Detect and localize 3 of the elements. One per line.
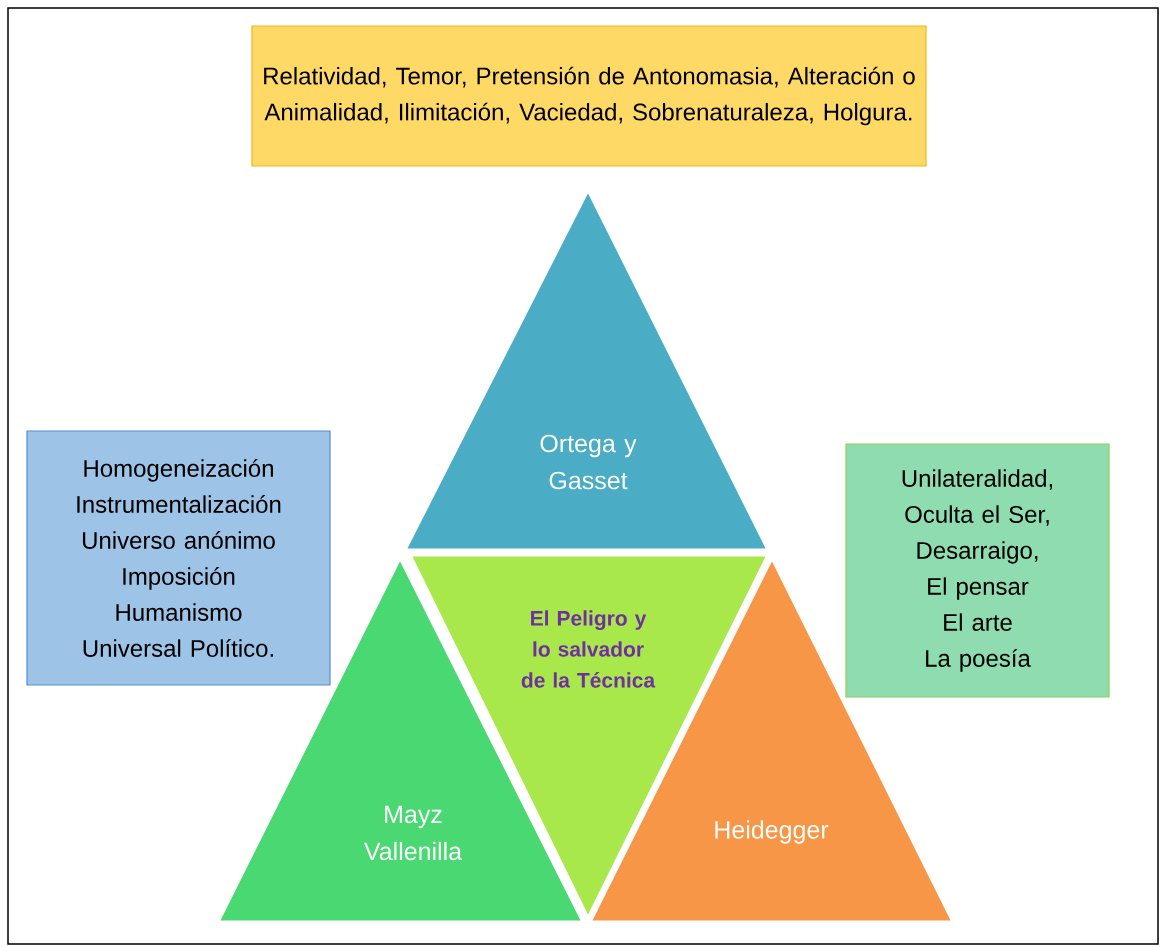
text-box: Homogeneización Instrumentalización Universo anónimo Imposición Humanismo Universal Político. [26,430,331,686]
text-box: Unilateralidad, Oculta el Ser, Desarraigo, El pensar El arte La poesía [845,443,1110,698]
text-box: Relatividad, Temor, Pretensión de Antonomasia, Alteración o Animalidad, Ilimitación, Vaciedad, Sobrenaturaleza, Holgura. [251,25,927,167]
